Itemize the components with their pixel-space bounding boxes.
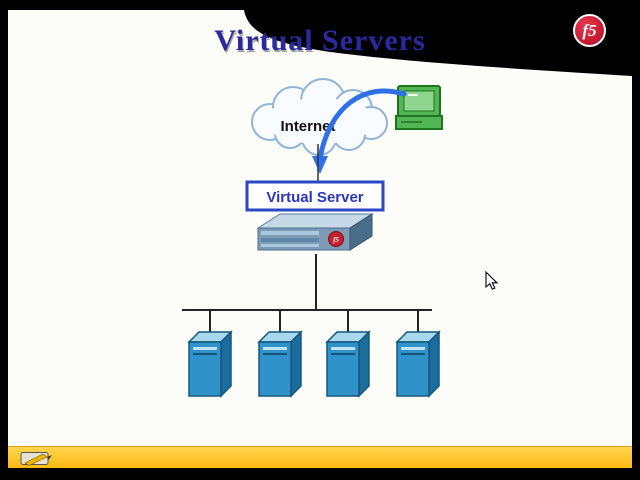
f5-logo: f5 bbox=[573, 14, 606, 47]
virtual-server-box: Virtual Server bbox=[245, 180, 385, 212]
traffic-arrow bbox=[312, 88, 407, 174]
appliance-f5-ball bbox=[328, 231, 344, 247]
bigip-appliance: f5 bbox=[256, 213, 374, 251]
server-tower bbox=[325, 330, 371, 398]
virtual-server-label: Virtual Server bbox=[266, 189, 363, 206]
internet-label: Internet bbox=[280, 118, 335, 135]
network-diagram: Internet Virtual Server bbox=[182, 78, 443, 398]
annotation-pen-icon[interactable] bbox=[20, 449, 56, 466]
appliance-f5-text: f5 bbox=[333, 236, 339, 244]
internet-cloud: Internet bbox=[251, 78, 388, 156]
client-computer-icon bbox=[395, 85, 443, 130]
network-lines bbox=[182, 254, 432, 334]
slide: Virtual Servers f5 Internet bbox=[8, 10, 632, 468]
server-tower bbox=[257, 330, 303, 398]
server-tower bbox=[395, 330, 441, 398]
server-tower bbox=[187, 330, 233, 398]
bottom-toolbar bbox=[8, 446, 632, 468]
f5-logo-text: f5 bbox=[582, 20, 597, 40]
server-farm bbox=[187, 330, 441, 398]
title-swoosh-decoration bbox=[244, 10, 632, 76]
slide-title: Virtual Servers bbox=[214, 24, 426, 57]
